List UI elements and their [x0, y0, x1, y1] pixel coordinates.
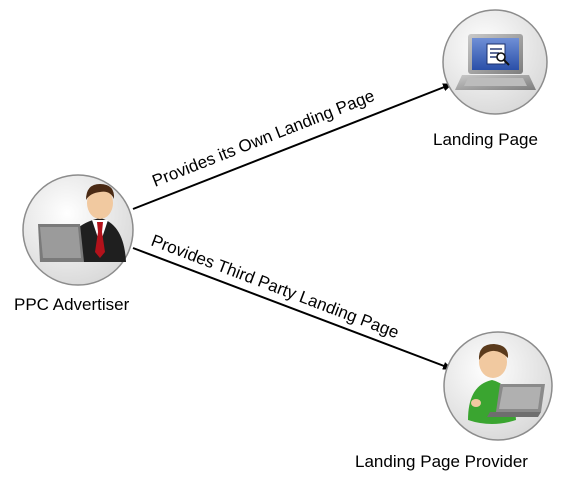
- edge-third-party-arrow: [132, 247, 453, 370]
- edge-own-arrow: [132, 83, 453, 210]
- node-landing-page: Landing Page: [433, 9, 548, 149]
- person-with-laptop-icon: [468, 344, 545, 424]
- edge-third-party-label: Provides Third Party Landing Page: [149, 231, 402, 342]
- node-provider-label: Landing Page Provider: [355, 452, 528, 471]
- node-provider: Landing Page Provider: [355, 331, 553, 471]
- businessman-with-laptop-icon: [38, 184, 126, 262]
- node-advertiser: PPC Advertiser: [14, 174, 134, 314]
- node-advertiser-label: PPC Advertiser: [14, 295, 130, 314]
- laptop-with-search-page-icon: [455, 34, 536, 90]
- edge-own-label: Provides its Own Landing Page: [150, 86, 378, 191]
- node-landing-page-label: Landing Page: [433, 130, 538, 149]
